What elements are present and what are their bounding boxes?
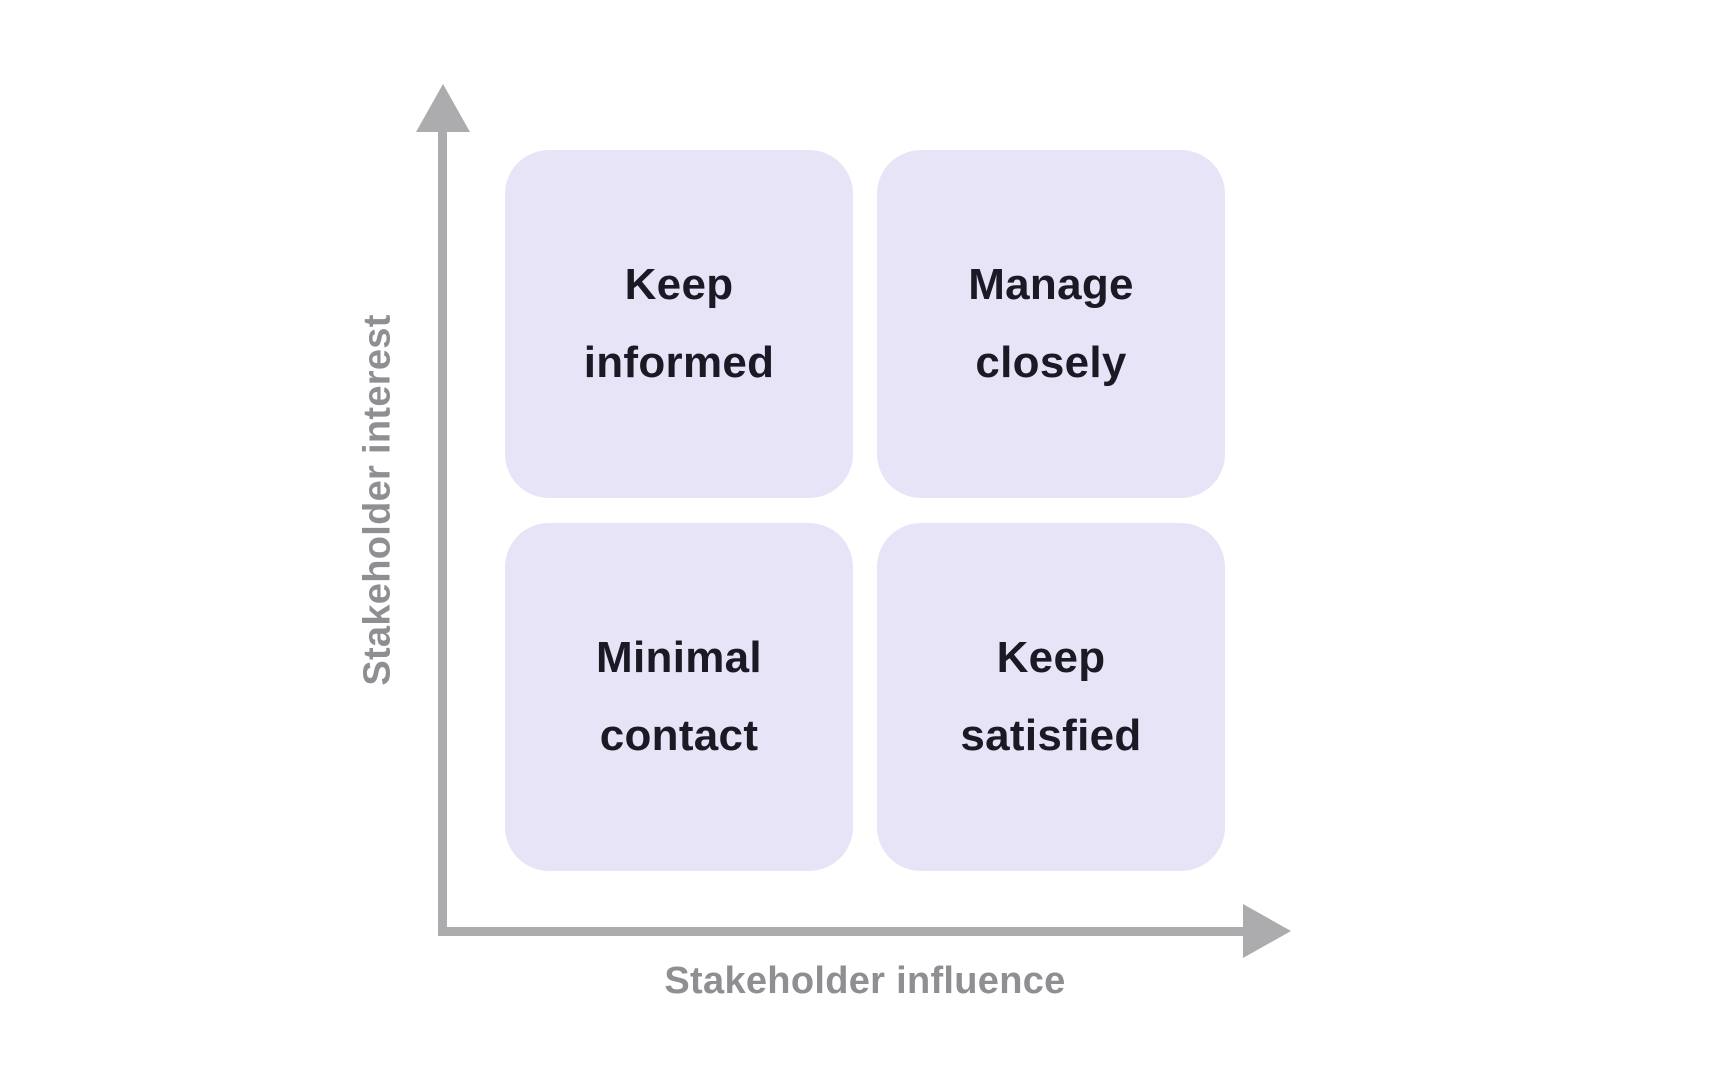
arrow-right-icon — [1243, 904, 1291, 958]
y-axis-line — [438, 122, 447, 936]
quadrant-label-line: Minimal — [596, 633, 762, 682]
quadrant-label-line: Manage — [968, 260, 1134, 309]
quadrant-keep-satisfied: Keep satisfied — [877, 523, 1225, 871]
y-axis-label: Stakeholder interest — [356, 314, 399, 686]
quadrant-label-line: satisfied — [960, 711, 1142, 760]
quadrant-grid: Keep informed Manage closely Minimal con… — [505, 150, 1225, 871]
quadrant-minimal-contact: Minimal contact — [505, 523, 853, 871]
x-axis-line — [438, 927, 1246, 936]
quadrant-label-line: closely — [975, 338, 1127, 387]
quadrant-manage-closely: Manage closely — [877, 150, 1225, 498]
arrow-up-icon — [416, 84, 470, 132]
quadrant-label-line: Keep — [996, 633, 1106, 682]
quadrant-label-line: informed — [583, 338, 775, 387]
quadrant-keep-informed: Keep informed — [505, 150, 853, 498]
x-axis-label: Stakeholder influence — [664, 960, 1066, 1002]
quadrant-label-line: contact — [599, 711, 759, 760]
quadrant-label-line: Keep — [624, 260, 734, 309]
